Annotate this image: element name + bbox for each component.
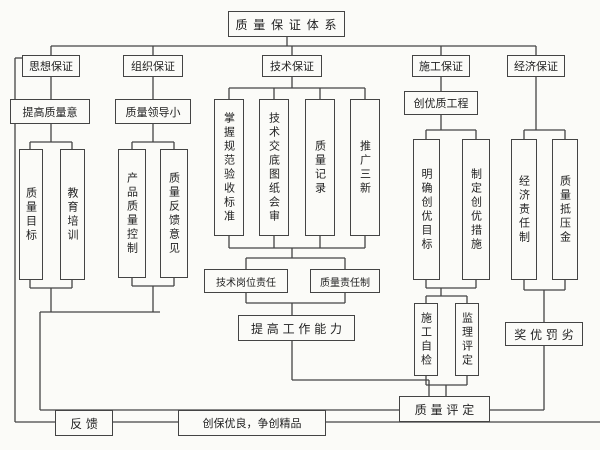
item-technical-briefing: 技术交底图纸会审: [259, 99, 289, 236]
item-quality-feedback: 质量反馈意见: [160, 149, 188, 278]
item-promote-three-new-label: 推广三新: [358, 139, 372, 196]
item-quality-deposit-label: 质量抵压金: [558, 174, 572, 245]
item-quality-target-label: 质量目标: [24, 186, 38, 243]
item-construction-self-check: 施工自检: [414, 303, 438, 376]
technical-post-responsibility: 技术岗位责任: [204, 269, 288, 293]
item-supervision-evaluation: 监理评定: [455, 303, 479, 376]
item-quality-feedback-label: 质量反馈意见: [167, 171, 181, 256]
category-construction: 施工保证: [412, 55, 470, 77]
quality-leading-group: 质量领导小: [115, 99, 191, 124]
item-education-training: 教育培训: [60, 149, 85, 280]
item-excellence-measures: 制定创优措施: [462, 139, 490, 280]
category-technology: 技术保证: [262, 55, 322, 77]
create-quality-project: 创优质工程: [404, 91, 478, 115]
item-master-standards: 掌握规范验收标准: [214, 99, 244, 236]
item-clear-excellence-target: 明确创优目标: [413, 139, 440, 280]
category-economy: 经济保证: [507, 55, 565, 77]
raise-quality-awareness: 提高质量意: [10, 99, 90, 124]
improve-work-ability: 提 高 工 作 能 力: [238, 315, 355, 341]
item-economic-responsibility: 经济责任制: [511, 139, 537, 280]
category-thought: 思想保证: [22, 55, 80, 77]
item-supervision-evaluation-label: 监理评定: [460, 311, 474, 368]
item-quality-records: 质量记录: [305, 99, 335, 236]
item-construction-self-check-label: 施工自检: [419, 311, 433, 368]
item-product-quality-control-label: 产品质量控制: [125, 171, 139, 256]
item-quality-deposit: 质量抵压金: [552, 139, 578, 280]
feedback: 反 馈: [55, 410, 113, 436]
item-promote-three-new: 推广三新: [350, 99, 380, 236]
item-master-standards-label: 掌握规范验收标准: [222, 111, 236, 224]
reward-excellent-punish-poor: 奖 优 罚 劣: [505, 322, 583, 346]
quality-responsibility-system: 质量责任制: [310, 269, 380, 293]
item-quality-records-label: 质量记录: [313, 139, 327, 196]
item-quality-target: 质量目标: [19, 149, 43, 280]
quality-evaluation: 质 量 评 定: [399, 396, 490, 422]
item-clear-excellence-target-label: 明确创优目标: [420, 167, 433, 252]
item-product-quality-control: 产品质量控制: [118, 149, 146, 278]
item-technical-briefing-label: 技术交底图纸会审: [267, 111, 281, 224]
diagram-title: 质 量 保 证 体 系: [228, 11, 345, 37]
category-organization: 组织保证: [123, 55, 183, 77]
strive-for-excellence: 创保优良，争创精品: [178, 410, 326, 436]
item-economic-responsibility-label: 经济责任制: [517, 174, 531, 245]
item-excellence-measures-label: 制定创优措施: [469, 167, 483, 252]
item-education-training-label: 教育培训: [66, 186, 79, 243]
